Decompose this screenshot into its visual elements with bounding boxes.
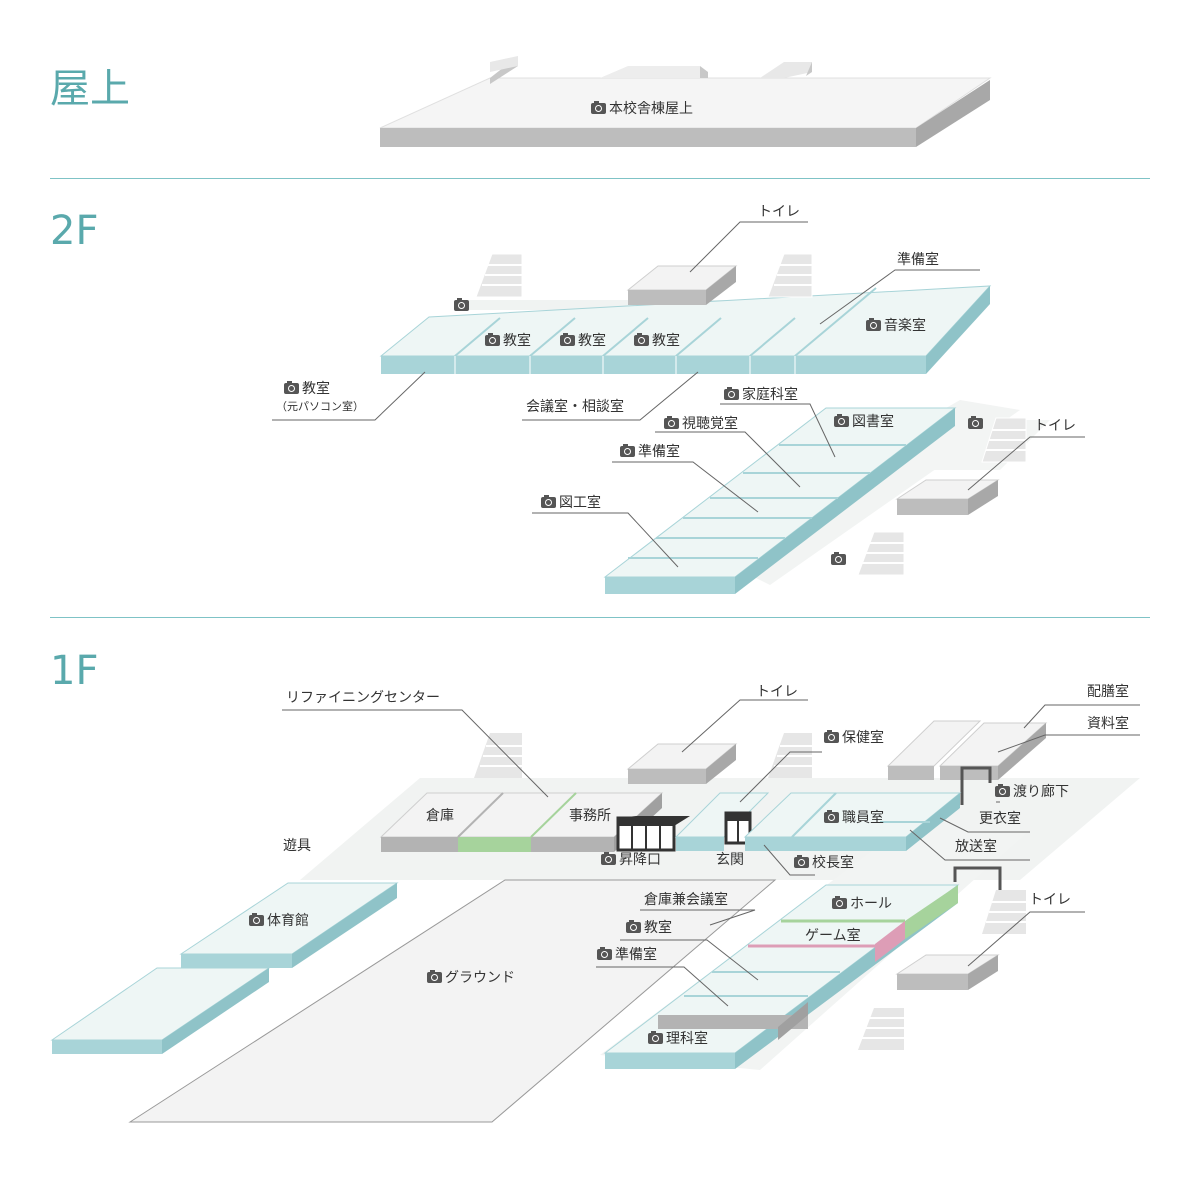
label-1f-souko: 倉庫 (426, 808, 454, 824)
label-1f-junbi[interactable]: 準備室 (597, 947, 657, 963)
camera-icon[interactable] (968, 416, 983, 429)
camera-icon[interactable] (454, 298, 469, 311)
label-1f-hall[interactable]: ホール (832, 896, 892, 912)
f2-toilet-top (626, 265, 738, 305)
f1-toilet-right (895, 954, 1000, 990)
label-1f-game: ゲーム室 (805, 928, 861, 944)
label-1f-watari[interactable]: 渡り廊下 (995, 784, 1069, 800)
camera-icon (249, 913, 264, 926)
f1-toilet-top (626, 743, 738, 784)
camera-icon (427, 970, 442, 983)
f2-stairs-lines (482, 264, 1026, 564)
f2-leader-lines (272, 221, 1085, 568)
label-1f-kochou[interactable]: 校長室 (794, 855, 854, 871)
camera-icon[interactable] (831, 552, 846, 565)
camera-icon (601, 852, 616, 865)
label-roof-main[interactable]: 本校舎棟屋上 (591, 101, 693, 117)
label-1f-jimusho: 事務所 (569, 808, 611, 824)
f2-toilet-right (895, 479, 1000, 515)
camera-icon (284, 381, 299, 394)
label-1f-kyoushitsu[interactable]: 教室 (626, 920, 672, 936)
label-1f-koui: 更衣室 (979, 811, 1021, 827)
label-1f-refining: リファイニングセンター (286, 690, 440, 706)
label-1f-shokou[interactable]: 昇降口 (601, 852, 661, 868)
label-2f-av[interactable]: 視聴覚室 (664, 416, 738, 432)
label-2f-toilet-top: トイレ (758, 204, 800, 220)
label-1f-toilet-top: トイレ (756, 684, 798, 700)
camera-icon (866, 318, 881, 331)
label-2f-prep-top: 準備室 (897, 252, 939, 268)
label-2f-class3[interactable]: 教室 (634, 333, 680, 349)
label-2f-class-pc[interactable]: 教室 (284, 381, 330, 397)
label-2f-class2[interactable]: 教室 (560, 333, 606, 349)
floor-title-2f: 2F (50, 208, 99, 254)
label-2f-home-ec[interactable]: 家庭科室 (724, 387, 798, 403)
label-1f-shokuin[interactable]: 職員室 (824, 810, 884, 826)
camera-icon (485, 333, 500, 346)
camera-icon (591, 101, 606, 114)
divider-roof (50, 178, 1150, 179)
label-1f-housou: 放送室 (955, 839, 997, 855)
camera-icon (724, 387, 739, 400)
label-1f-yugu: 遊具 (283, 838, 311, 854)
camera-icon (620, 444, 635, 457)
camera-icon (794, 855, 809, 868)
label-2f-prep[interactable]: 準備室 (620, 444, 680, 460)
roof-building (379, 56, 992, 147)
camera-icon (824, 810, 839, 823)
label-2f-meeting: 会議室・相談室 (526, 399, 624, 415)
f1-small-rooms (886, 720, 1048, 805)
f1-staff-block (743, 792, 962, 851)
label-1f-souko-kaigi: 倉庫兼会議室 (644, 892, 728, 908)
label-2f-music[interactable]: 音楽室 (866, 318, 926, 334)
camera-icon (995, 784, 1010, 797)
f1-gym-1 (179, 882, 399, 968)
f1-hall-door (953, 866, 1002, 890)
label-1f-taiikukan[interactable]: 体育館 (249, 913, 309, 929)
camera-icon (626, 920, 641, 933)
label-1f-shiryo: 資料室 (1087, 716, 1129, 732)
divider-2f (50, 617, 1150, 618)
f1-gym-2 (50, 967, 271, 1054)
camera-icon (832, 896, 847, 909)
camera-icon (634, 333, 649, 346)
camera-icon (541, 495, 556, 508)
label-2f-library[interactable]: 図書室 (834, 414, 894, 430)
camera-icon (560, 333, 575, 346)
label-1f-toilet-right: トイレ (1029, 892, 1071, 908)
label-1f-genkan: 玄関 (716, 852, 744, 868)
f1-wing (603, 884, 960, 1069)
label-2f-class1[interactable]: 教室 (485, 333, 531, 349)
camera-icon (648, 1031, 663, 1044)
label-2f-art[interactable]: 図工室 (541, 495, 601, 511)
floor-title-1f: 1F (50, 648, 99, 694)
label-2f-class-pc-sub: （元パソコン室） (276, 400, 364, 413)
label-2f-toilet-right: トイレ (1034, 418, 1076, 434)
f1-entrance (616, 792, 770, 852)
label-1f-ground[interactable]: グラウンド (427, 970, 515, 986)
f2-wing-rooms (603, 407, 957, 594)
label-1f-rika[interactable]: 理科室 (648, 1031, 708, 1047)
label-1f-haizen: 配膳室 (1087, 684, 1129, 700)
f1-ground (128, 879, 777, 1123)
f1-stairs-lines (480, 745, 1026, 1039)
f1-admin-block (379, 792, 664, 852)
camera-icon (834, 414, 849, 427)
camera-icon (824, 730, 839, 743)
label-1f-hoken[interactable]: 保健室 (824, 730, 884, 746)
f1-leader-lines (282, 699, 1140, 1007)
camera-icon (664, 416, 679, 429)
f2-top-rooms (379, 285, 992, 374)
camera-icon (597, 947, 612, 960)
floor-title-roof: 屋上 (50, 66, 130, 112)
